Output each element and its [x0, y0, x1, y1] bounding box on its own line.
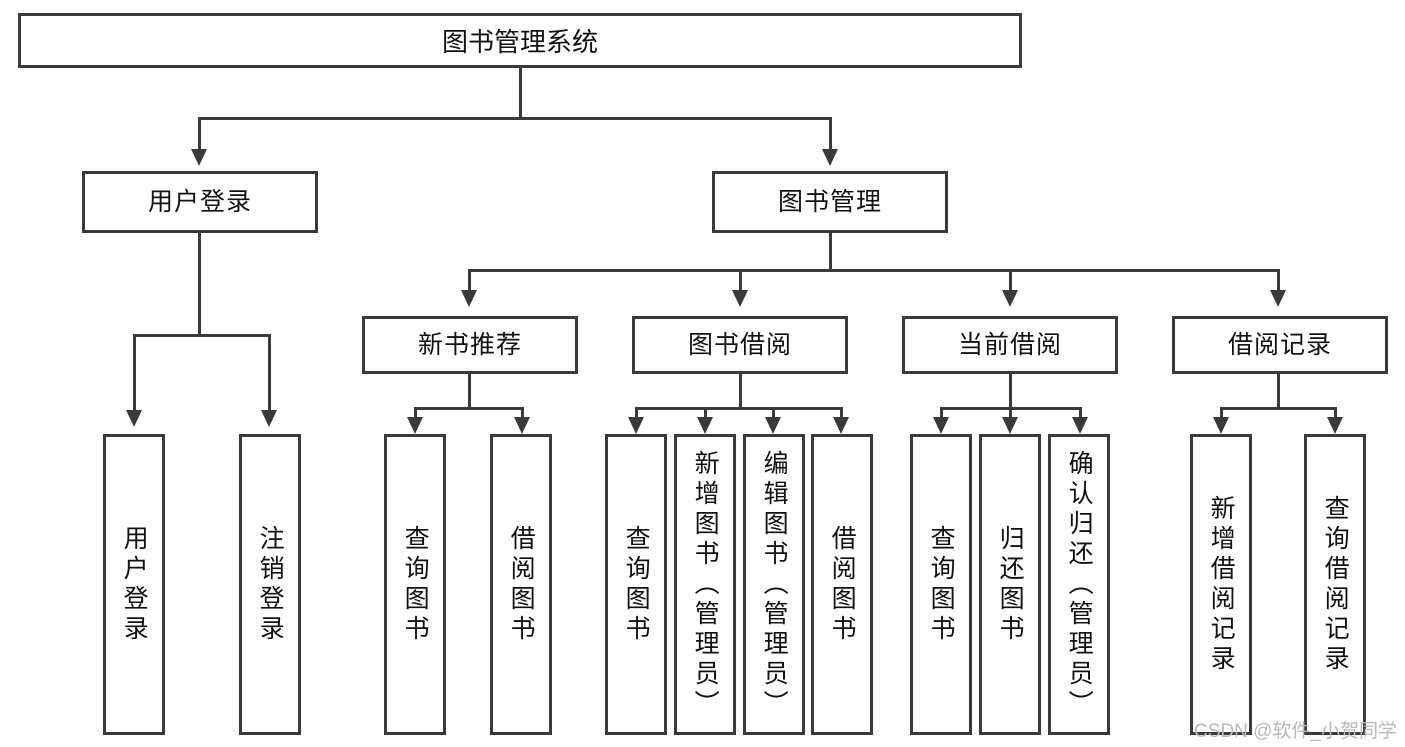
- leaf-label: 借阅图书: [507, 524, 536, 645]
- leaf-borrow-book-bb[interactable]: 借阅图书: [811, 434, 873, 735]
- arrow-bb-leaf-4: [833, 417, 849, 434]
- arrow-to-leaf-user-login: [126, 410, 142, 427]
- arrow-bb-leaf-2: [697, 417, 713, 434]
- edge-book-management-stem: [829, 233, 832, 272]
- leaf-query-book-cb[interactable]: 查询图书: [910, 434, 972, 735]
- node-current-borrow[interactable]: 当前借阅: [902, 316, 1118, 374]
- node-new-book-recommend[interactable]: 新书推荐: [362, 316, 578, 374]
- leaf-label: 查询图书: [622, 524, 651, 645]
- leaf-add-borrow-record[interactable]: 新增借阅记录: [1190, 434, 1252, 735]
- leaf-label: 查询借阅记录: [1321, 494, 1350, 675]
- edge-to-book-management: [829, 117, 832, 149]
- leaf-label: 查询图书: [927, 524, 956, 645]
- edge-to-current-borrow: [1009, 269, 1012, 290]
- leaf-label: 确认归还（管理员）: [1065, 449, 1094, 720]
- edge-book-borrow-bus: [635, 407, 843, 410]
- leaf-logout[interactable]: 注销登录: [239, 434, 301, 735]
- leaf-query-book-bb[interactable]: 查询图书: [605, 434, 667, 735]
- arrow-br-leaf-2: [1327, 417, 1343, 434]
- arrow-br-leaf-1: [1213, 417, 1229, 434]
- leaf-query-borrow-record[interactable]: 查询借阅记录: [1304, 434, 1366, 735]
- leaf-label: 编辑图书（管理员）: [760, 449, 789, 720]
- arrow-nbr-leaf-2: [514, 417, 530, 434]
- leaf-return-book[interactable]: 归还图书: [979, 434, 1041, 735]
- arrow-nbr-leaf-1: [407, 417, 423, 434]
- arrow-to-new-book-recommend: [461, 290, 477, 307]
- edge-cb-leaf-2: [1009, 407, 1012, 419]
- leaf-label: 用户登录: [120, 524, 149, 645]
- edge-book-borrow-stem: [739, 374, 742, 410]
- leaf-label: 新增借阅记录: [1207, 494, 1236, 675]
- leaf-edit-book-admin[interactable]: 编辑图书（管理员）: [743, 434, 805, 735]
- edge-level3-bus: [468, 269, 1280, 272]
- arrow-to-user-login: [191, 149, 207, 166]
- node-book-management[interactable]: 图书管理: [712, 171, 948, 233]
- leaf-label: 注销登录: [256, 524, 285, 645]
- edge-bb-leaf-3: [772, 407, 775, 419]
- arrow-cb-leaf-3: [1072, 417, 1088, 434]
- edge-user-login-stem: [198, 233, 201, 336]
- arrow-to-borrow-record: [1270, 290, 1286, 307]
- edge-level2-bus: [198, 117, 832, 120]
- arrow-cb-leaf-2: [1002, 417, 1018, 434]
- node-user-login[interactable]: 用户登录: [82, 171, 318, 233]
- leaf-add-book-admin[interactable]: 新增图书（管理员）: [674, 434, 736, 735]
- arrow-to-book-management: [822, 149, 838, 166]
- edge-bb-leaf-2: [704, 407, 707, 419]
- node-label: 用户登录: [147, 188, 252, 216]
- edge-borrow-record-stem: [1277, 374, 1280, 410]
- node-label: 图书管理: [777, 188, 882, 216]
- arrow-bb-leaf-1: [628, 417, 644, 434]
- edge-cb-leaf-3: [1079, 407, 1082, 419]
- edge-to-leaf-user-login: [133, 334, 136, 410]
- edge-br-leaf-1: [1220, 407, 1223, 419]
- edge-cb-leaf-1: [940, 407, 943, 419]
- arrow-to-book-borrow: [732, 290, 748, 307]
- edge-to-leaf-logout: [268, 334, 271, 410]
- edge-borrow-record-bus: [1220, 407, 1337, 410]
- leaf-label: 查询图书: [401, 524, 430, 645]
- leaf-label: 新增图书（管理员）: [691, 449, 720, 720]
- node-label: 图书借阅: [687, 331, 792, 359]
- edge-to-user-login: [198, 117, 201, 149]
- edge-new-book-recommend-stem: [468, 374, 471, 410]
- leaf-label: 归还图书: [996, 524, 1025, 645]
- edge-new-book-recommend-bus: [414, 407, 524, 410]
- node-borrow-record[interactable]: 借阅记录: [1172, 316, 1388, 374]
- leaf-user-login[interactable]: 用户登录: [103, 434, 165, 735]
- arrow-to-leaf-logout: [261, 410, 277, 427]
- edge-bb-leaf-1: [635, 407, 638, 419]
- edge-to-new-book-recommend: [468, 269, 471, 290]
- node-book-borrow[interactable]: 图书借阅: [632, 316, 848, 374]
- edge-to-borrow-record: [1277, 269, 1280, 290]
- edge-br-leaf-2: [1334, 407, 1337, 419]
- edge-current-borrow-stem: [1009, 374, 1012, 410]
- edge-to-book-borrow: [739, 269, 742, 290]
- node-label: 借阅记录: [1227, 331, 1332, 359]
- node-root-book-management-system[interactable]: 图书管理系统: [18, 13, 1022, 68]
- arrow-to-current-borrow: [1002, 290, 1018, 307]
- watermark-text: CSDN @软件_小贺同学: [1194, 721, 1397, 742]
- edge-nbr-leaf-2: [521, 407, 524, 419]
- edge-user-login-bus: [133, 334, 271, 337]
- arrow-cb-leaf-1: [933, 417, 949, 434]
- node-label: 新书推荐: [417, 331, 522, 359]
- node-label: 图书管理系统: [441, 27, 598, 57]
- leaf-borrow-book-nbr[interactable]: 借阅图书: [490, 434, 552, 735]
- edge-nbr-leaf-1: [414, 407, 417, 419]
- leaf-confirm-return-admin[interactable]: 确认归还（管理员）: [1048, 434, 1110, 735]
- edge-root-stem: [519, 68, 522, 119]
- leaf-query-book-nbr[interactable]: 查询图书: [384, 434, 446, 735]
- arrow-bb-leaf-3: [765, 417, 781, 434]
- leaf-label: 借阅图书: [828, 524, 857, 645]
- node-label: 当前借阅: [957, 331, 1062, 359]
- edge-bb-leaf-4: [840, 407, 843, 419]
